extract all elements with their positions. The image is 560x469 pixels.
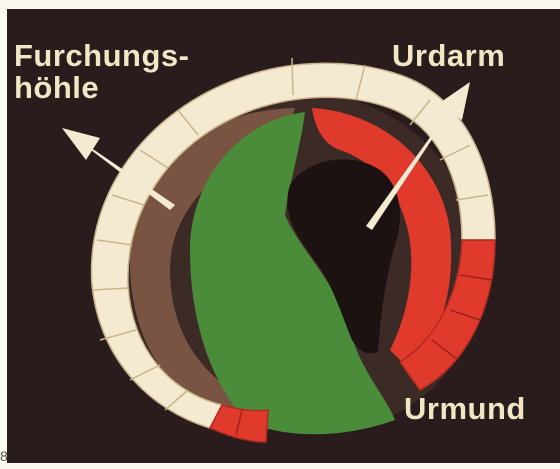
- furchungshoehle-label-line2: höhle: [14, 72, 190, 104]
- furchungshoehle-label: Furchungs- höhle: [14, 40, 190, 103]
- furchungshoehle-pointer-head: [62, 128, 100, 160]
- urdarm-label: Urdarm: [392, 40, 505, 72]
- figure-number: 8: [0, 448, 7, 464]
- urmund-label: Urmund: [404, 393, 526, 425]
- furchungshoehle-label-line1: Furchungs-: [14, 40, 190, 72]
